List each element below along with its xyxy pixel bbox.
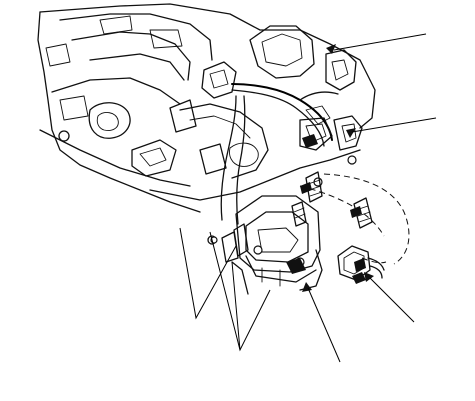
wire-harness <box>220 83 363 225</box>
bolts <box>291 171 373 229</box>
reference-leaders <box>179 33 437 363</box>
mounting-bracket <box>210 195 323 295</box>
arrow-heads <box>302 44 374 292</box>
electrical-connector <box>337 245 385 284</box>
engine-block <box>37 3 376 245</box>
harness-connector <box>201 25 357 99</box>
